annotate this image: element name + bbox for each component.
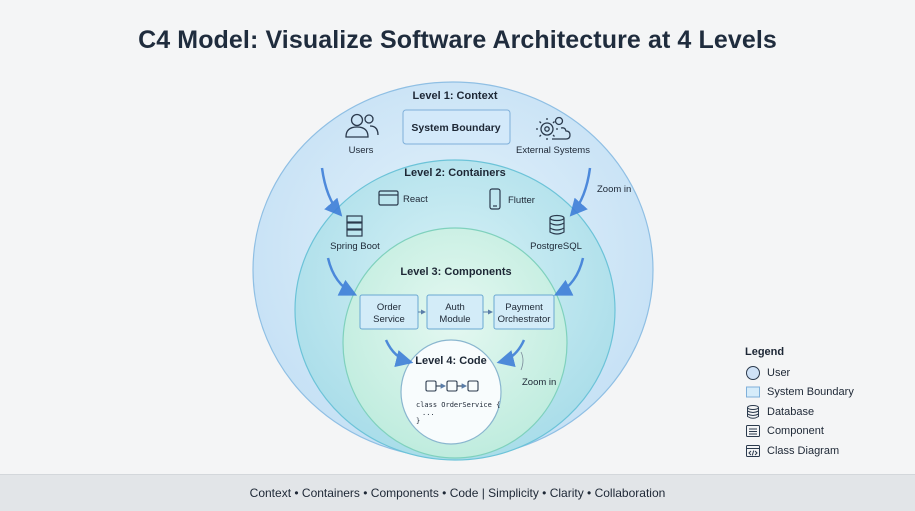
flutter-label: Flutter bbox=[508, 195, 535, 206]
level4-ring bbox=[400, 339, 502, 445]
zoom-in-label-2: Zoom in bbox=[522, 377, 556, 388]
boundary-box-icon bbox=[745, 384, 761, 400]
component-auth-module[interactable]: Auth Module bbox=[426, 294, 484, 330]
zoom-arrow-left-1 bbox=[320, 167, 343, 217]
system-boundary-label: System Boundary bbox=[411, 122, 500, 134]
page-title: C4 Model: Visualize Software Architectur… bbox=[138, 26, 777, 54]
level4-title: Level 4: Code bbox=[415, 355, 487, 367]
component-order-service[interactable]: Order Service bbox=[359, 294, 419, 330]
system-boundary-box[interactable] bbox=[402, 109, 511, 145]
users-label: Users bbox=[349, 145, 374, 156]
code-line-1: class OrderService { bbox=[416, 401, 500, 409]
footer-bar: Context • Containers • Components • Code… bbox=[0, 474, 915, 511]
mobile-phone-icon bbox=[489, 188, 501, 210]
legend-item-component: Component bbox=[745, 422, 905, 442]
c4-diagram: Level 1: Context Users System Boundary E… bbox=[252, 81, 654, 461]
class-flow-icon bbox=[425, 380, 479, 392]
server-icon bbox=[346, 215, 363, 237]
zoom-arrow-curve bbox=[520, 351, 524, 371]
class-diagram-icon bbox=[745, 443, 761, 459]
component-3-line1: Payment bbox=[505, 302, 543, 313]
user-circle-icon bbox=[745, 365, 761, 381]
legend-item-system-boundary: System Boundary bbox=[745, 383, 905, 403]
react-label: React bbox=[403, 194, 428, 205]
legend-label-database: Database bbox=[767, 405, 815, 418]
users-icon bbox=[345, 113, 379, 138]
legend-label-user: User bbox=[767, 366, 791, 379]
component-icon bbox=[745, 423, 761, 439]
legend-label-system-boundary: System Boundary bbox=[767, 386, 854, 399]
browser-window-icon bbox=[378, 190, 399, 206]
legend-label-class-diagram: Class Diagram bbox=[767, 444, 840, 457]
spring-boot-label: Spring Boot bbox=[330, 241, 380, 252]
component-3-line2: Orchestrator bbox=[498, 314, 551, 325]
database-icon bbox=[549, 214, 565, 235]
legend-item-class-diagram: Class Diagram bbox=[745, 441, 905, 461]
zoom-arrow-left-3 bbox=[384, 339, 414, 368]
code-line-2: ... bbox=[422, 409, 435, 417]
legend-label-component: Component bbox=[767, 425, 824, 438]
zoom-arrow-right-3 bbox=[496, 339, 526, 368]
legend-item-user: User bbox=[745, 363, 905, 383]
component-2-line1: Auth bbox=[445, 302, 465, 313]
legend-item-database: Database bbox=[745, 402, 905, 422]
component-2-line2: Module bbox=[439, 314, 470, 325]
code-line-3: } bbox=[416, 417, 420, 425]
component-1-line2: Service bbox=[373, 314, 405, 325]
zoom-arrow-right-1 bbox=[569, 167, 592, 217]
database-icon bbox=[745, 404, 761, 420]
component-payment-orchestrator[interactable]: Payment Orchestrator bbox=[493, 294, 555, 330]
zoom-arrow-left-2 bbox=[326, 257, 358, 296]
postgresql-label: PostgreSQL bbox=[530, 241, 582, 252]
external-systems-icon bbox=[536, 116, 571, 140]
zoom-arrow-right-2 bbox=[553, 257, 585, 296]
zoom-in-label-1: Zoom in bbox=[597, 184, 631, 195]
level1-title: Level 1: Context bbox=[413, 90, 498, 102]
legend-title: Legend bbox=[745, 346, 785, 358]
level2-title: Level 2: Containers bbox=[404, 167, 505, 179]
level3-title: Level 3: Components bbox=[400, 266, 511, 278]
legend: Legend User System Boundary Database bbox=[745, 346, 905, 461]
external-systems-label: External Systems bbox=[516, 145, 590, 156]
component-1-line1: Order bbox=[377, 302, 401, 313]
